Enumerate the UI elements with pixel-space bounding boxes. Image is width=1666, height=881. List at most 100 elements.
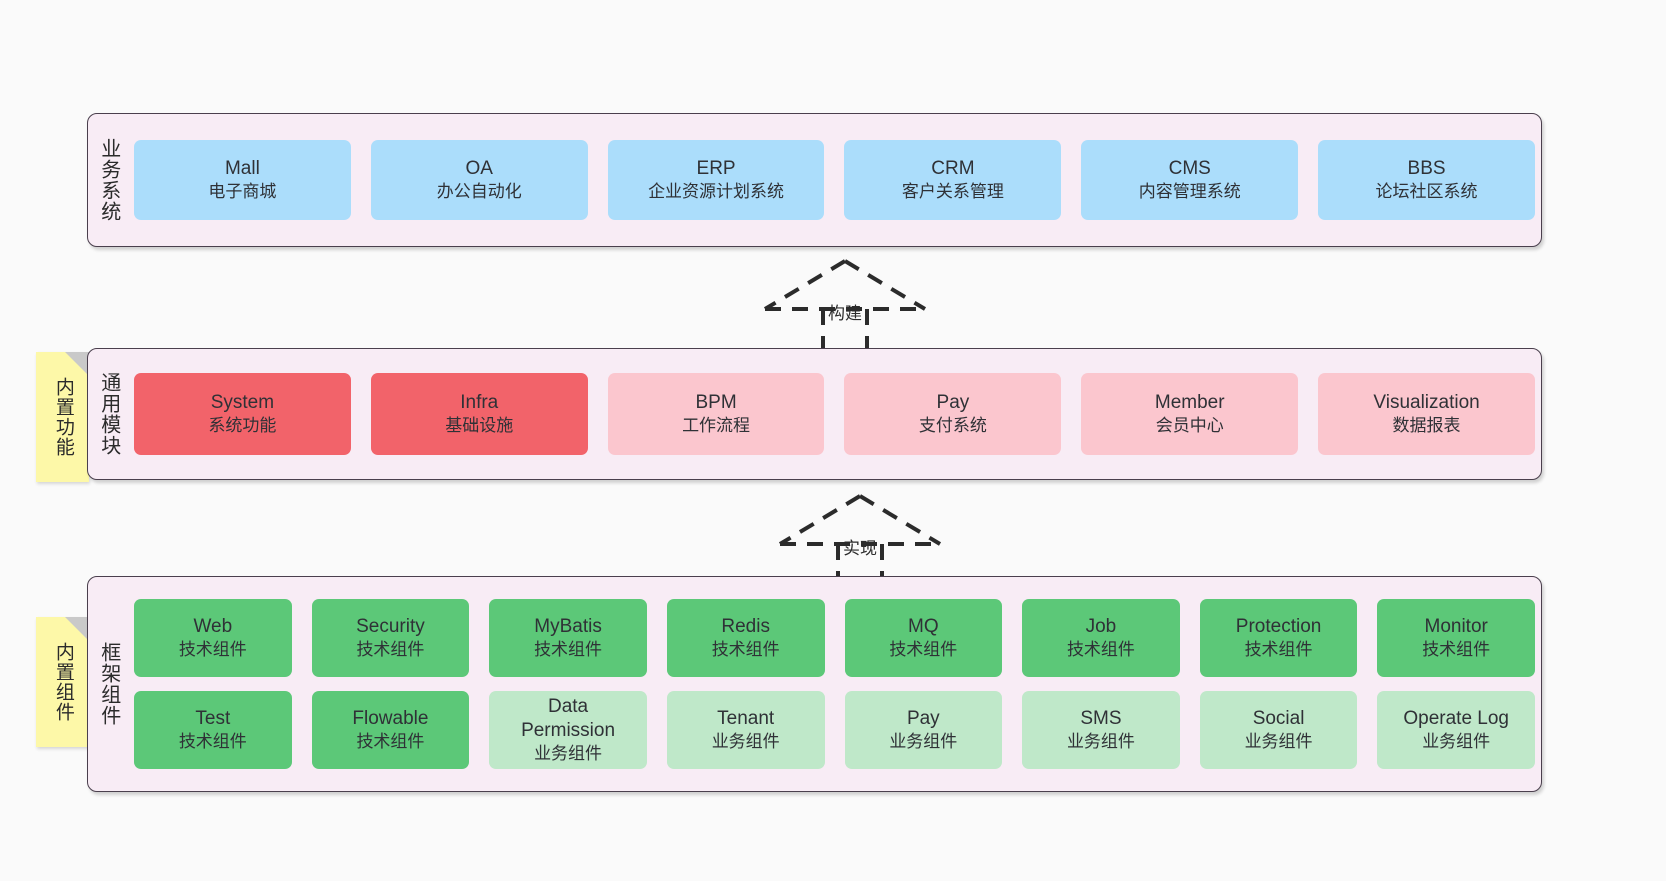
layer-framework-components: 框架组件 Web 技术组件 Security 技术组件 MyBatis 技术组件… [87, 576, 1542, 792]
node-subtitle: 系统功能 [208, 416, 277, 436]
node-title: Member [1154, 391, 1225, 413]
node-title: System [210, 391, 275, 413]
node-title: Test [195, 707, 231, 729]
node-operate-log[interactable]: Operate Log 业务组件 [1377, 691, 1535, 769]
node-crm[interactable]: CRM 客户关系管理 [844, 140, 1062, 220]
node-test[interactable]: Test 技术组件 [134, 691, 292, 769]
node-title: Pay [936, 391, 970, 413]
node-title: Web [193, 615, 233, 637]
node-subtitle: 技术组件 [356, 732, 425, 752]
node-job[interactable]: Job 技术组件 [1022, 599, 1180, 677]
node-title: ERP [696, 157, 736, 179]
node-title: BPM [695, 391, 737, 413]
node-subtitle: 会员中心 [1155, 416, 1224, 436]
layer-body-common: System 系统功能 Infra 基础设施 BPM 工作流程 Pay 支付系统… [128, 349, 1541, 479]
node-subtitle: 技术组件 [356, 640, 425, 660]
node-row: Test 技术组件 Flowable 技术组件 Data Permission … [134, 691, 1535, 769]
node-mall[interactable]: Mall 电子商城 [134, 140, 351, 220]
node-erp[interactable]: ERP 企业资源计划系统 [607, 140, 825, 220]
node-security[interactable]: Security 技术组件 [311, 599, 470, 677]
layer-business-systems: 业务系统 Mall 电子商城 OA 办公自动化 ERP 企业资源计划系统 CRM… [87, 113, 1542, 247]
node-subtitle: 内容管理系统 [1138, 182, 1241, 202]
node-mq[interactable]: MQ 技术组件 [844, 599, 1003, 677]
node-subtitle: 技术组件 [178, 732, 247, 752]
node-subtitle: 技术组件 [889, 640, 958, 660]
node-subtitle: 企业资源计划系统 [648, 182, 785, 202]
node-subtitle: 业务组件 [1422, 732, 1491, 752]
node-title: Mall [224, 157, 260, 179]
node-pay-component[interactable]: Pay 业务组件 [844, 691, 1003, 769]
node-member[interactable]: Member 会员中心 [1081, 373, 1299, 455]
node-subtitle: 技术组件 [1244, 640, 1313, 660]
node-sms[interactable]: SMS 业务组件 [1022, 691, 1180, 769]
node-subtitle: 技术组件 [1066, 640, 1135, 660]
node-subtitle: 工作流程 [682, 416, 751, 436]
node-title: Job [1085, 615, 1117, 637]
layer-title-framework: 框架组件 [97, 642, 120, 726]
node-title: BBS [1407, 157, 1446, 179]
node-oa[interactable]: OA 办公自动化 [370, 140, 588, 220]
node-title: Tenant [717, 707, 775, 729]
node-title: CMS [1168, 157, 1211, 179]
node-visualization[interactable]: Visualization 数据报表 [1318, 373, 1535, 455]
node-row: Web 技术组件 Security 技术组件 MyBatis 技术组件 Redi… [134, 599, 1535, 677]
node-cms[interactable]: CMS 内容管理系统 [1081, 140, 1299, 220]
node-social[interactable]: Social 业务组件 [1199, 691, 1358, 769]
node-subtitle: 业务组件 [1244, 732, 1313, 752]
node-row: System 系统功能 Infra 基础设施 BPM 工作流程 Pay 支付系统… [134, 373, 1535, 455]
connector-realize: 实现 [760, 490, 960, 591]
connector-build-label: 构建 [828, 304, 862, 323]
node-title: Monitor [1424, 615, 1488, 637]
sticky-note-builtin-components: 内置组件 [36, 617, 89, 747]
node-subtitle: 基础设施 [445, 416, 514, 436]
node-title: Security [356, 615, 425, 637]
node-title: Social [1252, 707, 1305, 729]
node-flowable[interactable]: Flowable 技术组件 [311, 691, 470, 769]
node-subtitle: 业务组件 [711, 732, 780, 752]
node-title: Redis [721, 615, 770, 637]
layer-body-business: Mall 电子商城 OA 办公自动化 ERP 企业资源计划系统 CRM 客户关系… [128, 114, 1541, 246]
node-title: SMS [1080, 707, 1122, 729]
layer-body-framework: Web 技术组件 Security 技术组件 MyBatis 技术组件 Redi… [128, 577, 1541, 791]
node-title: Infra [460, 391, 499, 413]
layer-title-business: 业务系统 [97, 138, 120, 222]
node-bbs[interactable]: BBS 论坛社区系统 [1318, 140, 1535, 220]
connector-realize-label: 实现 [843, 539, 877, 558]
node-subtitle: 电子商城 [208, 182, 277, 202]
node-row: Mall 电子商城 OA 办公自动化 ERP 企业资源计划系统 CRM 客户关系… [134, 140, 1535, 220]
node-web[interactable]: Web 技术组件 [134, 599, 292, 677]
node-subtitle: 支付系统 [918, 416, 987, 436]
node-title: Protection [1235, 615, 1322, 637]
node-subtitle: 业务组件 [534, 744, 603, 764]
connector-build: 构建 [745, 255, 945, 356]
node-subtitle: 业务组件 [889, 732, 958, 752]
node-data-permission[interactable]: Data Permission 业务组件 [489, 691, 647, 769]
node-redis[interactable]: Redis 技术组件 [666, 599, 825, 677]
node-mybatis[interactable]: MyBatis 技术组件 [489, 599, 647, 677]
sticky-note-text: 内置组件 [52, 642, 74, 722]
node-title: Flowable [352, 707, 429, 729]
node-subtitle: 技术组件 [1422, 640, 1491, 660]
sticky-note-text: 内置功能 [52, 377, 74, 457]
node-subtitle: 技术组件 [711, 640, 780, 660]
node-pay-common[interactable]: Pay 支付系统 [844, 373, 1062, 455]
node-tenant[interactable]: Tenant 业务组件 [666, 691, 825, 769]
node-subtitle: 办公自动化 [436, 182, 522, 202]
node-subtitle: 技术组件 [178, 640, 247, 660]
node-infra[interactable]: Infra 基础设施 [370, 373, 588, 455]
layer-title-common: 通用模块 [97, 372, 120, 456]
node-subtitle: 客户关系管理 [901, 182, 1004, 202]
node-title: Pay [906, 707, 940, 729]
node-protection[interactable]: Protection 技术组件 [1199, 599, 1358, 677]
layer-common-modules: 通用模块 System 系统功能 Infra 基础设施 BPM 工作流程 Pay… [87, 348, 1542, 480]
sticky-note-builtin-features: 内置功能 [36, 352, 89, 482]
node-system[interactable]: System 系统功能 [134, 373, 351, 455]
node-title: CRM [931, 157, 975, 179]
node-subtitle: 技术组件 [534, 640, 603, 660]
node-title-line2: Permission [521, 720, 616, 742]
node-monitor[interactable]: Monitor 技术组件 [1377, 599, 1535, 677]
node-title: Operate Log [1403, 707, 1509, 729]
node-title: OA [465, 157, 493, 179]
node-bpm[interactable]: BPM 工作流程 [607, 373, 825, 455]
